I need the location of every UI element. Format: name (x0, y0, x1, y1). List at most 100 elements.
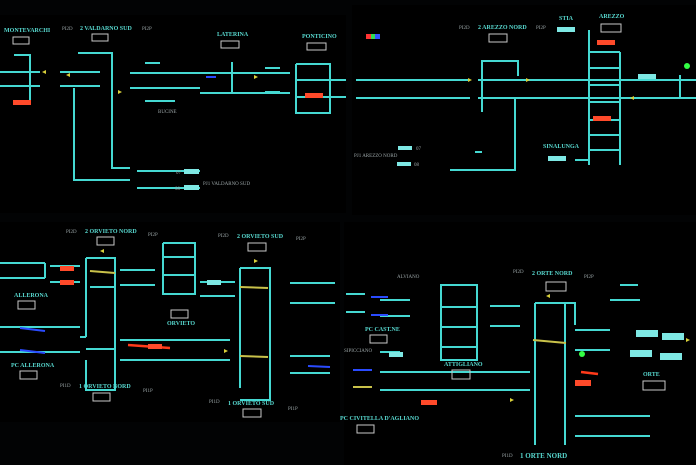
station-label: LATERINA (217, 32, 249, 38)
junction-label: 1 ORTE NORD (520, 452, 567, 460)
station-box[interactable] (306, 42, 327, 51)
junction-box[interactable] (545, 281, 567, 292)
junction-label: 1 ORVIETO SUD (228, 401, 275, 407)
junction-box[interactable] (91, 33, 109, 42)
junction-box[interactable] (488, 33, 508, 43)
platform (398, 146, 412, 150)
station-box[interactable] (600, 23, 622, 33)
junction-box[interactable] (247, 242, 267, 252)
station-label: PC CIVITELLA D'AGLIANO (340, 416, 419, 422)
station-label: AREZZO (599, 14, 625, 20)
junction-right: PI2P (536, 26, 546, 31)
panel-bottom-left: PI2D 2 ORVIETO NORD PI2P PI2D 2 ORVIETO … (0, 229, 335, 418)
track-label: 07 (416, 147, 422, 152)
station-box[interactable] (12, 36, 30, 45)
junction-label: 1 ORVIETO NORD (79, 384, 131, 390)
occupied-section (593, 116, 611, 121)
junction-left: PI2D (513, 270, 524, 275)
platform (397, 162, 411, 166)
station-box[interactable] (451, 369, 471, 380)
panel-top-right: PI2D 2 AREZZO NORD PI2P STIA AREZZO SINA… (354, 14, 696, 171)
station-label: PONTICINO (302, 34, 337, 40)
junction-right: PI2P (148, 233, 158, 238)
occupied-section (148, 344, 162, 349)
station-label: PC CAST.NE (365, 327, 400, 333)
station-box[interactable] (170, 309, 189, 319)
station-label: SINALUNGA (543, 144, 580, 150)
track-label: 07 (176, 171, 182, 176)
platform (389, 352, 403, 357)
station-label: ALVIANO (397, 275, 420, 280)
junction-label: 2 VALDARNO SUD (80, 26, 132, 32)
station-box[interactable] (17, 300, 36, 310)
station-box[interactable] (369, 334, 388, 344)
junction-box[interactable] (96, 236, 115, 246)
occupied-section (60, 266, 74, 271)
signal-icon (546, 294, 550, 298)
occupied-section (60, 280, 74, 285)
station-box[interactable] (19, 370, 38, 380)
junction-left: PI2D (218, 234, 229, 239)
signal-lamp (684, 63, 690, 69)
track-label: 08 (414, 163, 420, 168)
platform (548, 156, 566, 161)
junction-label: 2 ORTE NORD (532, 271, 573, 277)
junction-left: PI2D (459, 26, 470, 31)
junction-right: PI2P (584, 275, 594, 280)
station-box[interactable] (642, 380, 666, 391)
route-segment (19, 349, 46, 354)
platform (207, 280, 221, 285)
platform (662, 333, 684, 340)
junction-box[interactable] (92, 392, 111, 402)
signal-icon (254, 259, 258, 263)
signal-icon (630, 96, 634, 100)
signal-icon (224, 349, 228, 353)
junction-right: PI1P (288, 407, 298, 412)
reserved-segment (89, 270, 116, 274)
platform (557, 27, 575, 32)
pj1-label: PJ1 AREZZO NORD (354, 154, 398, 159)
occupied-section (305, 93, 323, 98)
bucine-label: BUCINE (158, 110, 177, 115)
monitor-top-left (0, 15, 346, 213)
station-label: STIA (559, 16, 574, 22)
junction-right: PI1P (143, 389, 153, 394)
platform (184, 169, 199, 174)
station-label: MONTEVARCHI (4, 28, 51, 34)
reserved-segment (532, 339, 567, 344)
monitor-top-right (352, 5, 696, 215)
junction-box[interactable] (242, 408, 262, 418)
junction-right: PI2P (296, 237, 306, 242)
station-label: ALLERONA (14, 293, 49, 299)
platform (630, 350, 652, 357)
signal-icon (686, 338, 690, 342)
monitor-bottom-left (0, 222, 340, 422)
signal-icon (100, 249, 104, 253)
pj1-label: PJ1 VALDARNO SUD (203, 182, 250, 187)
station-label: ATTIGLIANO (444, 362, 483, 368)
occupied-route (580, 370, 599, 376)
occupied-section (13, 100, 31, 105)
occupied-section (421, 400, 437, 405)
station-box[interactable] (356, 424, 375, 434)
junction-right: PI2P (142, 27, 152, 32)
panel-top-left: MONTEVARCHI PI2D 2 VALDARNO SUD PI2P LAT… (0, 26, 346, 192)
station-box[interactable] (220, 40, 240, 49)
platform (184, 185, 199, 190)
occupied-section (575, 380, 591, 386)
route-segment (307, 365, 331, 368)
station-label: ORVIETO (167, 321, 195, 327)
platform (638, 74, 656, 79)
station-label: PC ALLERONA (11, 363, 55, 369)
junction-left: PI1D (60, 384, 71, 389)
track-label: 08 (175, 187, 181, 192)
junction-label: 2 AREZZO NORD (478, 25, 527, 31)
platform (660, 353, 682, 360)
occupied-section (597, 40, 615, 45)
signal-icon (468, 78, 472, 82)
signal-icon (118, 90, 122, 94)
reserved-segment (239, 286, 269, 289)
platform (636, 330, 658, 337)
route-segment (19, 327, 46, 332)
